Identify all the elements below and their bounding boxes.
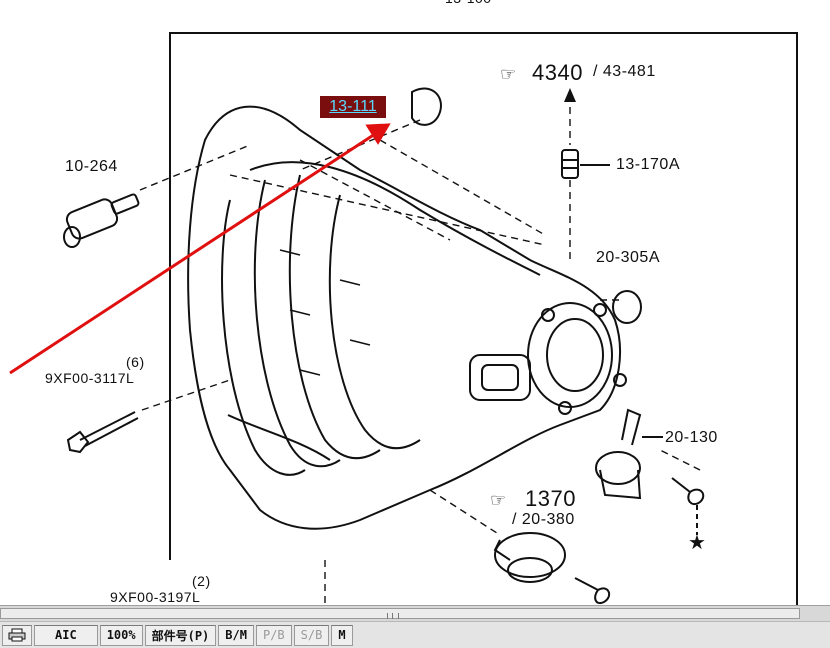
printer-icon[interactable]: [2, 624, 32, 646]
status-pb: P/B: [255, 624, 292, 646]
part-label-1370[interactable]: 1370: [525, 486, 576, 511]
part-label-9xf00-3197l[interactable]: 9XF00-3197L: [110, 589, 201, 605]
status-bar: AIC 100% 部件号(P) B/M P/B S/B M: [0, 621, 830, 648]
hand-pointer-icon: ☞: [490, 490, 507, 511]
top-clipped-label: 13-100: [445, 0, 492, 6]
quantity-label-2: (2): [192, 573, 211, 589]
scrollbar-thumb[interactable]: [0, 608, 800, 619]
parts-diagram: 13-100 13-111 ☞ 4340 / 43-481 10-264 13-…: [9, 0, 798, 605]
status-zoom[interactable]: 100%: [99, 624, 143, 646]
diagram-drawing: [9, 32, 798, 605]
annotation-arrow: [9, 123, 391, 375]
manifold-body: [187, 105, 621, 530]
part-label-20-305a[interactable]: 20-305A: [596, 249, 660, 266]
status-sb: S/B: [293, 624, 330, 646]
star-marker-icon: ★: [688, 532, 707, 554]
part-label-20-130[interactable]: 20-130: [665, 429, 718, 446]
quantity-label-6: (6): [126, 354, 145, 370]
status-part-number[interactable]: 部件号(P): [144, 624, 217, 646]
part-label-43-481[interactable]: / 43-481: [593, 63, 656, 80]
status-bm[interactable]: B/M: [218, 624, 254, 646]
scrollbar-grip-icon: [387, 613, 399, 619]
part-label-20-380[interactable]: / 20-380: [512, 511, 575, 528]
part-label-4340[interactable]: 4340: [532, 60, 583, 85]
part-label-13-170a[interactable]: 13-170A: [616, 156, 680, 173]
status-m[interactable]: M: [331, 624, 353, 646]
hand-pointer-icon: ☞: [500, 64, 517, 85]
horizontal-scrollbar[interactable]: [0, 605, 830, 621]
diagram-frame: [169, 32, 798, 605]
status-aic[interactable]: AIC: [34, 624, 98, 646]
part-label-10-264[interactable]: 10-264: [65, 158, 118, 175]
highlighted-part-13-111[interactable]: 13-111: [320, 96, 386, 118]
part-label-9xf00-3117l[interactable]: 9XF00-3117L: [45, 370, 135, 386]
